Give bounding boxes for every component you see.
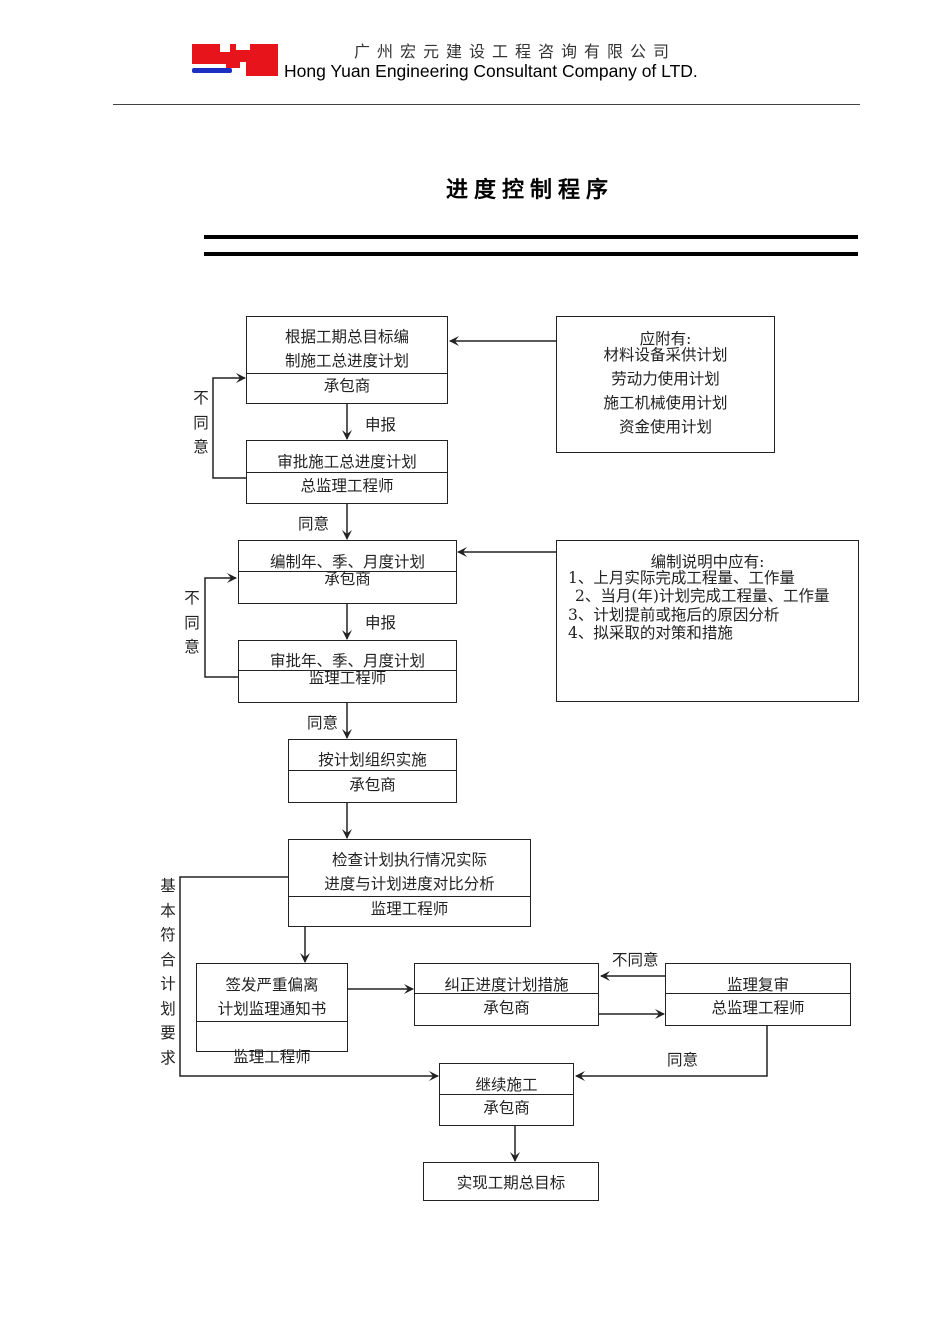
title-rule-top xyxy=(204,235,858,239)
label-char: 合 xyxy=(160,950,176,969)
step-text: 纠正进度计划措施 xyxy=(444,976,569,994)
note-line: 2、当月(年)计划完成工程量、工作量 xyxy=(575,587,830,605)
label-submit: 申报 xyxy=(365,416,397,434)
label-char: 要 xyxy=(160,1024,176,1042)
note-heading: 应附有: xyxy=(639,330,692,348)
step-compile-periodic-plans: 编制年、季、月度计划 承包商 xyxy=(238,540,457,604)
arrow-b9-to-b10 xyxy=(575,1026,768,1081)
step-text: 签发严重偏离 xyxy=(225,976,319,994)
box-divider xyxy=(289,770,456,771)
step-approve-master-schedule: 审批施工总进度计划 总监理工程师 xyxy=(246,440,448,504)
label-char: 本 xyxy=(160,901,176,920)
arrow-b6-to-b10 xyxy=(179,876,439,1081)
box-divider xyxy=(247,472,447,473)
note-heading: 编制说明中应有: xyxy=(650,553,765,571)
label-char: 同 xyxy=(193,413,209,432)
arrow-b4-disagree xyxy=(204,573,238,678)
title-rule-bottom xyxy=(204,252,858,256)
step-text: 制施工总进度计划 xyxy=(284,352,409,370)
label-char: 划 xyxy=(160,999,176,1018)
step-implement-plan: 按计划组织实施 承包商 xyxy=(288,739,457,803)
step-text: 继续施工 xyxy=(475,1076,538,1094)
step-role: 承包商 xyxy=(349,776,396,794)
step-achieve-total-schedule-goal: 实现工期总目标 xyxy=(423,1162,599,1201)
step-role: 总监理工程师 xyxy=(711,999,805,1017)
step-text: 审批施工总进度计划 xyxy=(277,453,417,471)
note-line: 3、计划提前或拖后的原因分析 xyxy=(568,606,780,624)
step-text: 进度与计划进度对比分析 xyxy=(324,875,495,893)
step-supervisor-review: 监理复审 总监理工程师 xyxy=(665,963,851,1026)
step-text: 实现工期总目标 xyxy=(456,1174,566,1192)
step-compile-master-schedule: 根据工期总目标编 制施工总进度计划 承包商 xyxy=(246,316,448,404)
step-continue-construction: 继续施工 承包商 xyxy=(439,1063,574,1126)
header-divider xyxy=(113,104,860,105)
arrow-b2-disagree xyxy=(212,373,247,479)
label-char: 基 xyxy=(160,877,176,895)
step-role: 监理工程师 xyxy=(370,900,449,918)
note-explanation-contents: 编制说明中应有: 1、上月实际完成工程量、工作量 2、当月(年)计划完成工程量、… xyxy=(556,540,859,702)
company-name-cn: 广州宏元建设工程咨询有限公司 xyxy=(353,42,676,61)
note-line: 材料设备采供计划 xyxy=(603,346,728,364)
step-role: 承包商 xyxy=(483,999,530,1017)
hongyuan-logo-icon xyxy=(192,44,278,76)
box-divider xyxy=(239,571,456,572)
label-char: 同 xyxy=(184,613,200,632)
label-meets-plan-vertical: 基 本 符 合 计 划 要 求 xyxy=(159,874,177,1070)
note-line: 施工机械使用计划 xyxy=(603,394,728,412)
step-text: 编制年、季、月度计划 xyxy=(269,553,425,571)
step-role: 承包商 xyxy=(323,377,371,395)
step-role: 监理工程师 xyxy=(233,1048,311,1066)
note-line: 1、上月实际完成工程量、工作量 xyxy=(568,569,795,587)
step-text: 计划监理通知书 xyxy=(217,1000,327,1018)
label-disagree-vertical: 不 同 意 xyxy=(192,386,210,460)
note-line: 资金使用计划 xyxy=(618,418,712,436)
box-divider xyxy=(440,1094,573,1095)
label-char: 求 xyxy=(160,1048,176,1067)
note-attachments: 应附有: 材料设备采供计划 劳动力使用计划 施工机械使用计划 资金使用计划 xyxy=(556,316,775,453)
label-char: 不 xyxy=(193,389,209,407)
step-text: 审批年、季、月度计划 xyxy=(269,652,425,670)
company-name-en: Hong Yuan Engineering Consultant Company… xyxy=(284,61,698,81)
label-disagree-vertical: 不 同 意 xyxy=(183,586,201,660)
label-char: 计 xyxy=(160,975,176,993)
label-char: 意 xyxy=(184,638,200,656)
box-divider xyxy=(666,993,850,994)
step-role: 监理工程师 xyxy=(308,669,387,687)
box-divider xyxy=(289,896,530,897)
step-role: 承包商 xyxy=(324,570,371,588)
step-corrective-measures: 纠正进度计划措施 承包商 xyxy=(414,963,599,1026)
note-line: 4、拟采取的对策和措施 xyxy=(568,624,733,642)
label-agree: 同意 xyxy=(667,1051,699,1069)
label-char: 意 xyxy=(193,438,209,456)
box-divider xyxy=(247,373,447,374)
label-char: 符 xyxy=(160,926,176,944)
step-issue-deviation-notice: 签发严重偏离 计划监理通知书 xyxy=(196,963,348,1052)
label-submit: 申报 xyxy=(365,614,397,632)
step-role: 总监理工程师 xyxy=(300,477,394,495)
box-divider xyxy=(239,670,456,671)
box-divider xyxy=(197,1021,347,1022)
step-role: 承包商 xyxy=(483,1099,530,1117)
box-divider xyxy=(415,993,598,994)
page-title: 进度控制程序 xyxy=(445,178,614,203)
step-text: 根据工期总目标编 xyxy=(284,328,409,346)
step-text: 监理复审 xyxy=(726,976,789,994)
label-disagree: 不同意 xyxy=(612,951,659,969)
step-text: 检查计划执行情况实际 xyxy=(331,851,487,869)
step-check-progress: 检查计划执行情况实际 进度与计划进度对比分析 监理工程师 xyxy=(288,839,531,927)
step-approve-periodic-plans: 审批年、季、月度计划 监理工程师 xyxy=(238,640,457,703)
label-agree: 同意 xyxy=(307,714,339,732)
note-line: 劳动力使用计划 xyxy=(611,370,720,388)
step-text: 按计划组织实施 xyxy=(318,751,427,769)
label-char: 不 xyxy=(184,589,200,607)
label-agree: 同意 xyxy=(298,515,330,533)
